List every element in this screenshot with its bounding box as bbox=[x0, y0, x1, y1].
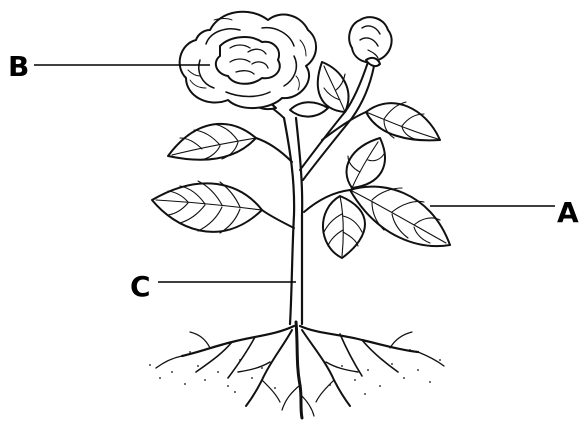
leaf-middle-right bbox=[347, 138, 385, 188]
leaf-lower-left bbox=[152, 181, 294, 233]
label-a: A bbox=[557, 196, 579, 229]
roots bbox=[149, 322, 444, 418]
leaf-right-large bbox=[304, 187, 450, 258]
label-a-group: A bbox=[430, 196, 579, 229]
flower bbox=[180, 12, 328, 117]
label-c-group: C bbox=[130, 270, 296, 303]
leaf-upper-left bbox=[168, 124, 292, 162]
label-c: C bbox=[130, 270, 151, 303]
label-b: B bbox=[8, 50, 29, 83]
flower-bud bbox=[349, 17, 391, 66]
